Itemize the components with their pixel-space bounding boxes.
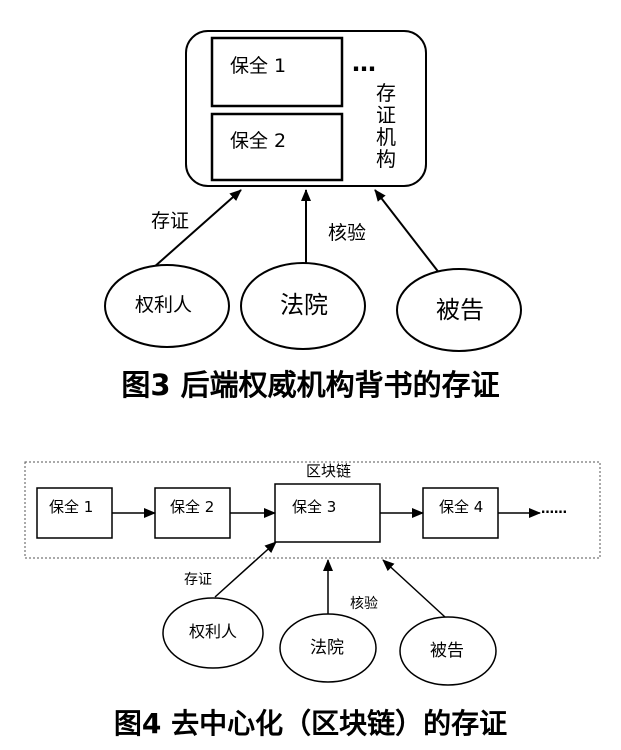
fig4-blockchain-label: 区块链 xyxy=(306,462,352,480)
fig4-party-rightholder: 权利人 xyxy=(189,622,238,641)
fig4-trailing-ellipsis: …… xyxy=(541,502,567,517)
fig4-box-2 xyxy=(154,487,231,539)
fig3-party-defendant: 被告 xyxy=(436,296,484,324)
fig3-party-court-shape xyxy=(240,262,366,350)
fig4-verify-label: 核验 xyxy=(350,596,378,612)
fig3-arrow-deposit xyxy=(152,189,242,269)
fig4-party-defendant: 被告 xyxy=(430,641,464,661)
fig3-box-1 xyxy=(210,36,344,108)
fig4-party-court: 法院 xyxy=(310,638,344,658)
fig4-caption: 图4 去中心化（区块链）的存证 xyxy=(113,707,508,740)
fig3-party-court: 法院 xyxy=(280,291,328,319)
fig4-deposit-label: 存证 xyxy=(184,572,212,588)
fig3-box-2-label: 保全 2 xyxy=(230,130,287,152)
fig4-party-rightholder-shape xyxy=(162,597,264,669)
fig3-deposit-label: 存证 xyxy=(151,210,190,232)
fig3-caption: 图3 后端权威机构背书的存证 xyxy=(121,368,500,402)
fig3-party-rightholder-shape xyxy=(104,264,230,348)
fig3-party-defendant-shape xyxy=(396,268,522,352)
fig4-box-3-label: 保全 3 xyxy=(292,498,337,516)
fig3-ellipsis: … xyxy=(352,49,376,77)
fig3-org-label: 存证机构 xyxy=(376,81,396,171)
fig4-arrow-defendant xyxy=(382,559,446,618)
fig4-box-4-label: 保全 4 xyxy=(439,498,484,516)
fig4-arrow-deposit xyxy=(214,541,277,598)
fig3-party-rightholder: 权利人 xyxy=(135,294,193,316)
fig3-verify-label: 核验 xyxy=(328,222,367,244)
fig4-party-court-shape xyxy=(279,613,377,683)
fig4-box-4 xyxy=(422,487,499,539)
fig4-blockchain-region xyxy=(24,461,601,559)
fig4-box-1-label: 保全 1 xyxy=(49,498,94,516)
fig4-party-defendant-shape xyxy=(399,616,497,686)
fig3-box-2 xyxy=(210,112,344,182)
fig4-box-2-label: 保全 2 xyxy=(170,498,215,516)
fig3-arrow-defendant xyxy=(374,189,441,275)
fig4-box-3 xyxy=(274,483,381,543)
fig4-box-1 xyxy=(36,487,113,539)
fig3-box-1-label: 保全 1 xyxy=(230,55,287,77)
